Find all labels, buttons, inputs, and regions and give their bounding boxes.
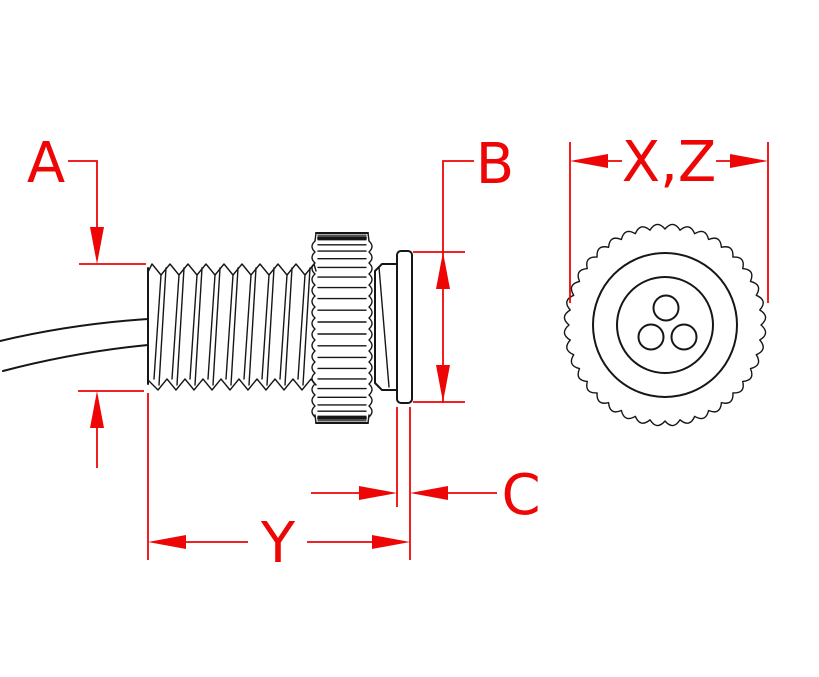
knurl-top-bottom-edges — [315, 232, 369, 424]
dim-y-label: Y — [260, 511, 296, 576]
side-view — [0, 232, 413, 424]
dimension-xz: X,Z — [569, 130, 769, 303]
knurl-serration-right — [368, 240, 373, 418]
connector-pin — [652, 294, 680, 322]
connector-pin — [670, 323, 698, 351]
dim-a-label: A — [27, 131, 65, 196]
dim-a-arrow-down-icon — [90, 227, 104, 264]
dim-b-leader-line — [442, 160, 474, 403]
neck-taper-line — [378, 266, 390, 388]
thread-flank — [261, 274, 270, 380]
dim-y-arrow-right-icon — [372, 535, 410, 549]
thread-flank — [225, 274, 234, 380]
dimension-y: Y — [147, 393, 410, 576]
dim-y-arrow-left-icon — [148, 535, 186, 549]
cable-bottom-edge — [2, 344, 149, 372]
thread-flank — [171, 274, 180, 380]
dimension-a: A — [27, 131, 146, 468]
dim-xz-extension-lines — [569, 142, 769, 303]
dimension-b: B — [413, 132, 514, 403]
thread-flank — [158, 267, 167, 386]
thread-flank — [248, 267, 257, 386]
thread-flank — [153, 274, 162, 380]
thread-flank — [297, 274, 306, 380]
knurled-rim-scallops — [563, 223, 767, 427]
flange-face — [396, 250, 413, 404]
neck-outline — [374, 263, 398, 391]
threaded-section — [147, 263, 317, 391]
dim-xz-arrow-right-icon — [730, 154, 768, 168]
dim-a-leader — [68, 160, 98, 230]
thread-flank — [284, 267, 293, 386]
connector-pin — [637, 323, 665, 351]
thread-flank — [266, 267, 275, 386]
dim-c-arrow-right-icon — [359, 486, 397, 500]
dim-c-label: C — [501, 463, 540, 528]
dim-b-arrow-up-icon — [436, 252, 450, 289]
dim-xz-arrow-left-icon — [570, 154, 608, 168]
knurl-corner-chamfers — [314, 232, 370, 424]
thread-flank — [279, 274, 288, 380]
face-outer-circle — [592, 252, 738, 398]
dim-b-ticks — [413, 251, 465, 403]
thread-flank — [302, 267, 311, 386]
dimension-c: C — [311, 407, 541, 560]
knurled-nut-side — [311, 232, 373, 424]
dim-c-arrow-left-icon — [410, 486, 448, 500]
dim-b-arrow-down-icon — [436, 365, 450, 402]
thread-crest-top — [147, 263, 317, 276]
thread-flank — [207, 274, 216, 380]
dim-a-arrow-up-icon — [90, 391, 104, 428]
dim-xz-label: X,Z — [622, 130, 717, 195]
thread-crest-bottom — [147, 378, 317, 391]
thread-flank — [212, 267, 221, 386]
dim-b-label: B — [476, 132, 514, 197]
thread-flank — [243, 274, 252, 380]
thread-flank — [176, 267, 185, 386]
knurl-serration-left — [311, 240, 316, 418]
dim-c-extension-lines — [396, 407, 411, 560]
cable-top-edge — [0, 318, 149, 342]
thread-flank — [189, 274, 198, 380]
thread-flank — [230, 267, 239, 386]
thread-flank — [194, 267, 203, 386]
face-inner-circle — [616, 276, 714, 374]
front-view — [563, 223, 767, 427]
